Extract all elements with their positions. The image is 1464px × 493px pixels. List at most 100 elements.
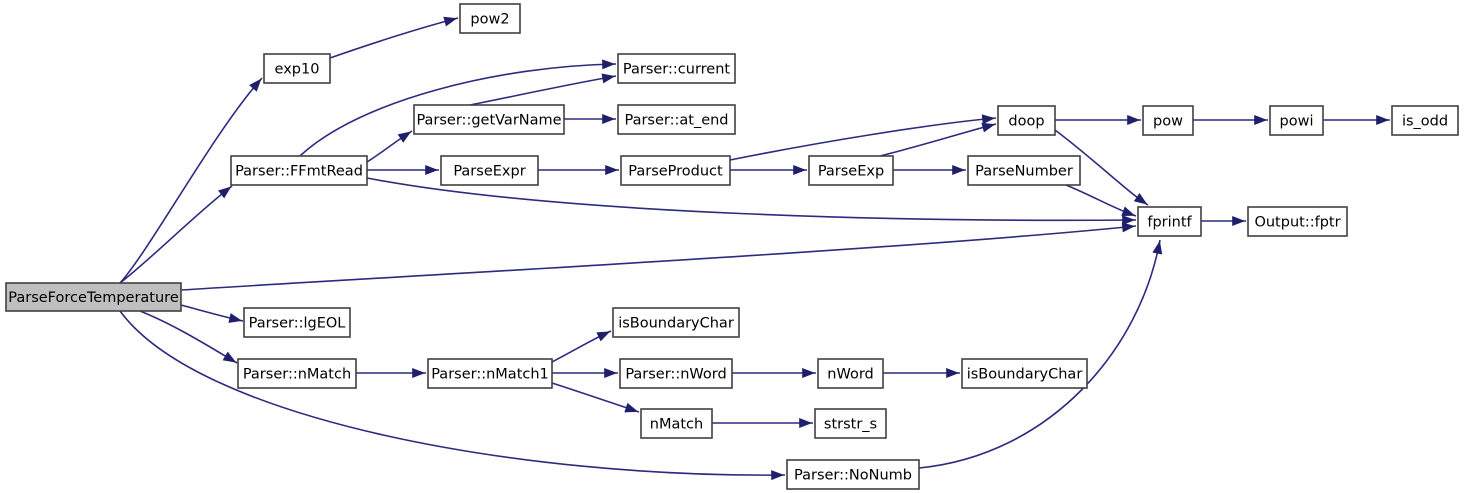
arrowhead-icon bbox=[981, 122, 996, 133]
edge-ParseForceTemperature-to-ParserNoNumb bbox=[119, 310, 786, 481]
node-box[interactable] bbox=[1247, 206, 1348, 237]
node-box[interactable] bbox=[1137, 206, 1202, 237]
node-box[interactable] bbox=[808, 155, 894, 186]
node-box[interactable] bbox=[237, 358, 357, 389]
node-box[interactable] bbox=[640, 408, 713, 439]
arrowhead-icon bbox=[771, 470, 785, 481]
node-exp10[interactable]: exp10 bbox=[263, 53, 331, 84]
node-box[interactable] bbox=[413, 104, 565, 135]
arrowhead-icon bbox=[624, 402, 639, 413]
node-ParseExp[interactable]: ParseExp bbox=[808, 155, 894, 186]
node-ParserFFmtRead[interactable]: Parser::FFmtRead bbox=[230, 155, 368, 186]
arrowhead-icon bbox=[443, 16, 458, 27]
node-box[interactable] bbox=[997, 105, 1056, 136]
node-strstr_s[interactable]: strstr_s bbox=[814, 408, 887, 439]
arrowhead-icon bbox=[946, 368, 960, 378]
node-ParseProduct[interactable]: ParseProduct bbox=[620, 155, 731, 186]
edge-fprintf-to-Outputfptr bbox=[1201, 216, 1246, 226]
arrowhead-icon bbox=[799, 418, 813, 428]
node-box[interactable] bbox=[5, 282, 182, 312]
node-ParseExpr[interactable]: ParseExpr bbox=[440, 155, 539, 186]
node-box[interactable] bbox=[617, 53, 736, 84]
arrowhead-icon bbox=[249, 78, 262, 92]
nodes-layer: ParseForceTemperature exp10 pow2Parser::FF… bbox=[5, 3, 1459, 490]
node-box[interactable] bbox=[440, 155, 539, 186]
node-box[interactable] bbox=[230, 155, 368, 186]
node-ParsernMatch1[interactable]: Parser::nMatch1 bbox=[427, 358, 553, 389]
edge-ParserFFmtRead-to-fprintf bbox=[366, 177, 1137, 226]
edge-ParseForceTemperature-to-ParsernMatch bbox=[139, 310, 238, 364]
node-box[interactable] bbox=[459, 3, 521, 34]
edge-ParseForceTemperature-to-ParserFFmtRead bbox=[119, 185, 233, 284]
edge-ParserFFmtRead-to-Parsercurrent bbox=[299, 59, 617, 157]
node-box[interactable] bbox=[961, 358, 1088, 389]
edge-ParsernWord-to-nWord bbox=[732, 368, 816, 378]
arrowhead-icon bbox=[1121, 206, 1136, 216]
arrowhead-icon bbox=[952, 165, 966, 175]
edge-ParseProduct-to-doop bbox=[729, 114, 997, 161]
arrowhead-icon bbox=[1121, 222, 1136, 233]
node-ParsernMatch[interactable]: Parser::nMatch bbox=[237, 358, 357, 389]
arrowhead-icon bbox=[602, 59, 616, 70]
node-Parserat_end[interactable]: Parser::at_end bbox=[617, 104, 736, 135]
edge-ParseForceTemperature-to-ParserlgEOL bbox=[180, 304, 244, 323]
node-ParsergetVarName[interactable]: Parser::getVarName bbox=[413, 104, 565, 135]
node-powi[interactable]: powi bbox=[1269, 105, 1324, 136]
node-box[interactable] bbox=[1391, 105, 1459, 136]
edge-doop-to-pow bbox=[1055, 115, 1141, 125]
edge-ParserNoNumb-to-fprintf bbox=[918, 239, 1163, 469]
edge-ParsernMatch1-to-ParsernWord bbox=[552, 368, 618, 378]
node-box[interactable] bbox=[619, 358, 733, 389]
node-box[interactable] bbox=[617, 104, 736, 135]
node-box[interactable] bbox=[967, 155, 1081, 186]
node-ParseForceTemperature[interactable]: ParseForceTemperature bbox=[5, 282, 182, 312]
node-box[interactable] bbox=[620, 155, 731, 186]
edge-ParsergetVarName-to-Parserat_end bbox=[564, 114, 616, 124]
arrowhead-icon bbox=[596, 331, 611, 342]
node-nWord[interactable]: nWord bbox=[817, 358, 884, 389]
node-ParserlgEOL[interactable]: Parser::lgEOL bbox=[243, 307, 351, 338]
node-box[interactable] bbox=[612, 307, 740, 338]
node-ParsernWord[interactable]: Parser::nWord bbox=[619, 358, 733, 389]
edge-ParseProduct-to-ParseExp bbox=[730, 165, 807, 175]
arrowhead-icon bbox=[1232, 216, 1246, 226]
node-pow[interactable]: pow bbox=[1142, 105, 1194, 136]
node-is_odd[interactable]: is_odd bbox=[1391, 105, 1459, 136]
edges-layer bbox=[119, 16, 1390, 481]
node-doop[interactable]: doop bbox=[997, 105, 1056, 136]
edge-nWord-to-isBoundaryChar2 bbox=[883, 368, 960, 378]
arrowhead-icon bbox=[1152, 240, 1163, 255]
node-ParseNumber[interactable]: ParseNumber bbox=[967, 155, 1081, 186]
arrowhead-icon bbox=[802, 368, 816, 378]
arrowhead-icon bbox=[981, 114, 996, 125]
node-box[interactable] bbox=[786, 459, 920, 490]
arrowhead-icon bbox=[605, 165, 619, 175]
node-nMatch[interactable]: nMatch bbox=[640, 408, 713, 439]
node-isBoundaryChar1[interactable]: isBoundaryChar bbox=[612, 307, 740, 338]
node-box[interactable] bbox=[243, 307, 351, 338]
arrowhead-icon bbox=[602, 114, 616, 124]
edge-ParserFFmtRead-to-ParseExpr bbox=[367, 165, 439, 175]
node-box[interactable] bbox=[817, 358, 884, 389]
edge-ParseNumber-to-fprintf bbox=[1065, 184, 1137, 217]
node-box[interactable] bbox=[427, 358, 553, 389]
node-fprintf[interactable]: fprintf bbox=[1137, 206, 1202, 237]
edge-ParsernMatch1-to-isBoundaryChar1 bbox=[551, 330, 612, 363]
arrowhead-icon bbox=[601, 73, 616, 84]
arrowhead-icon bbox=[412, 368, 426, 378]
arrowhead-icon bbox=[1127, 115, 1141, 125]
arrowhead-icon bbox=[228, 313, 243, 323]
node-box[interactable] bbox=[1142, 105, 1194, 136]
edge-ParserFFmtRead-to-ParsergetVarName bbox=[366, 130, 413, 163]
node-Parsercurrent[interactable]: Parser::current bbox=[617, 53, 736, 84]
node-box[interactable] bbox=[1269, 105, 1324, 136]
node-box[interactable] bbox=[814, 408, 887, 439]
node-box[interactable] bbox=[263, 53, 331, 84]
arrowhead-icon bbox=[1133, 193, 1148, 205]
node-Outputfptr[interactable]: Output::fptr bbox=[1247, 206, 1348, 237]
node-ParserNoNumb[interactable]: Parser::NoNumb bbox=[786, 459, 920, 490]
node-pow2[interactable]: pow2 bbox=[459, 3, 521, 34]
node-isBoundaryChar2[interactable]: isBoundaryChar bbox=[961, 358, 1088, 389]
edge-nMatch-to-strstr_s bbox=[712, 418, 813, 428]
